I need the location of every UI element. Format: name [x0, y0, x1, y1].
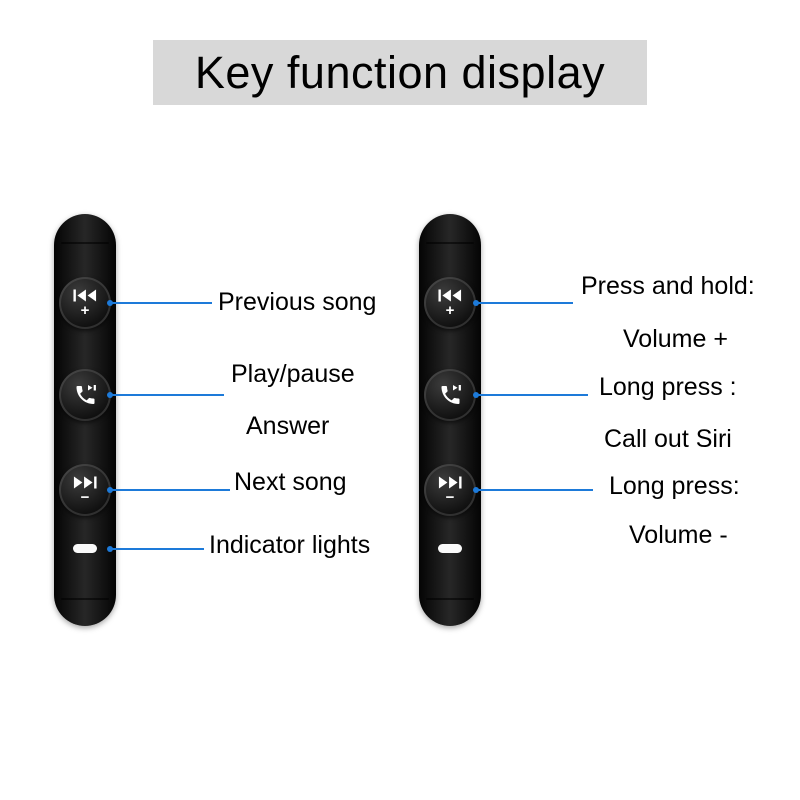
- volume-plus-glyph: +: [80, 301, 90, 319]
- next-track-button: −: [424, 464, 476, 516]
- previous-track-button: +: [424, 277, 476, 329]
- answer-play-pause-icon: [441, 385, 461, 404]
- title-banner: Key function display: [153, 40, 647, 105]
- label-press-and-hold: Press and hold:: [581, 272, 755, 300]
- label-call-out-siri: Call out Siri: [604, 425, 732, 453]
- answer-play-pause-button: [59, 369, 111, 421]
- next-track-button: −: [59, 464, 111, 516]
- label-next-song: Next song: [234, 468, 347, 496]
- callout-line-indicator: [107, 546, 204, 552]
- previous-track-icon: [73, 289, 97, 301]
- previous-track-icon: [438, 289, 462, 301]
- indicator-light: [438, 544, 462, 553]
- label-previous-song: Previous song: [218, 288, 377, 316]
- callout-line-siri: [473, 392, 588, 398]
- callout-line-volume-up: [473, 300, 573, 306]
- callout-line-play-pause: [107, 392, 224, 398]
- next-track-icon: [438, 476, 462, 488]
- callout-line-volume-down: [473, 487, 593, 493]
- label-volume-up: Volume +: [623, 325, 728, 353]
- remote-device-left: + −: [54, 214, 116, 626]
- page-title: Key function display: [194, 46, 606, 98]
- next-track-icon: [73, 476, 97, 488]
- indicator-light: [73, 544, 97, 553]
- label-indicator-lights: Indicator lights: [209, 531, 371, 559]
- label-long-press-volume: Long press:: [609, 472, 740, 500]
- label-long-press-siri: Long press :: [599, 373, 737, 401]
- previous-track-button: +: [59, 277, 111, 329]
- callout-line-next: [107, 487, 230, 493]
- remote-device-right: + −: [419, 214, 481, 626]
- volume-minus-glyph: −: [80, 488, 90, 506]
- volume-plus-glyph: +: [445, 301, 455, 319]
- answer-play-pause-button: [424, 369, 476, 421]
- label-volume-down: Volume -: [629, 521, 728, 549]
- label-play-pause: Play/pause: [231, 360, 355, 388]
- volume-minus-glyph: −: [445, 488, 455, 506]
- callout-line-previous: [107, 300, 212, 306]
- answer-play-pause-icon: [76, 385, 96, 404]
- label-answer: Answer: [246, 412, 330, 440]
